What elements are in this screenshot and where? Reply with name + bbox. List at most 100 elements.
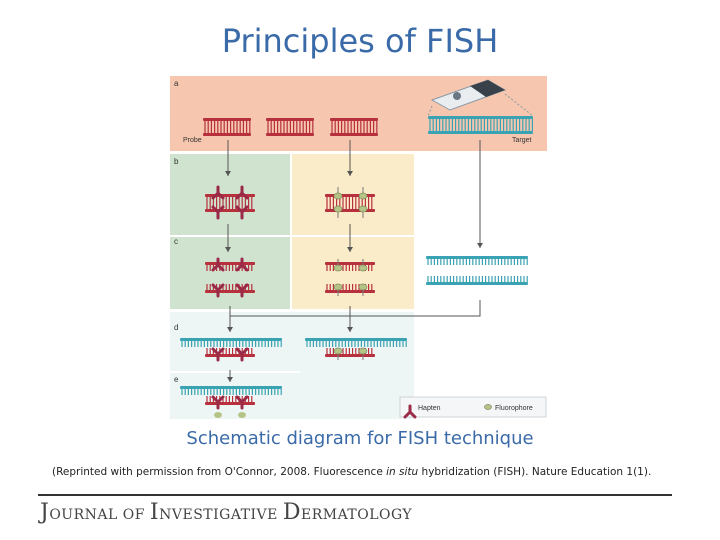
figure-caption: Schematic diagram for FISH technique: [186, 428, 534, 449]
panel-label-c: c: [174, 237, 178, 246]
arrow-to-d-direct-head: [347, 327, 353, 332]
d-hapten-2: [235, 347, 249, 362]
target-duplex-top-backbone: [428, 116, 533, 119]
probe-label: Probe: [183, 137, 202, 144]
probe-1-top-ticks: [204, 121, 251, 127]
e-target-ticks: [181, 389, 282, 395]
legend-hapten-label: Hapten: [418, 405, 441, 412]
arrow-target-denature-head: [477, 243, 483, 248]
c-target-top-ticks: [427, 259, 528, 265]
e-probe-backbone: [205, 402, 255, 405]
e-fluor-1: [214, 412, 222, 418]
c-fluor-1: [333, 264, 343, 272]
slide-title: Principles of FISH: [221, 22, 499, 60]
arrow-to-d-indirect-head: [227, 327, 233, 332]
citation-italic: in situ: [386, 466, 419, 478]
panel-bc-direct-bg: [292, 154, 414, 309]
d-ind-target-backbone: [180, 338, 282, 341]
legend-box: [399, 396, 547, 418]
b-direct-duplex-top-ticks: [326, 197, 373, 203]
probe-1-bottom-ticks: [204, 127, 251, 133]
b-fluor-2: [358, 192, 368, 200]
e-hapten-1: [211, 395, 225, 410]
c-dir-bot-backbone: [325, 290, 375, 293]
c-ind-bot-backbone: [205, 290, 255, 293]
slide-zoom-line-1: [427, 105, 433, 117]
probe-1-bottom-backbone: [203, 133, 251, 136]
journal-logo: JOURNAL OF INVESTIGATIVE DERMATOLOGY: [40, 500, 412, 525]
d-hapten-1: [211, 347, 225, 362]
c-hapten-4: [235, 283, 249, 298]
slide-zoom-line-2: [504, 93, 534, 117]
b-indirect-duplex-top-ticks: [206, 197, 253, 203]
connector-line: [229, 300, 481, 317]
b-indirect-duplex-bottom-backbone: [205, 209, 255, 212]
c-dir-top-backbone: [325, 262, 375, 265]
slide-label-area: [470, 80, 505, 97]
probe-3-top-ticks: [331, 121, 378, 127]
journal-logo-4: NVESTIGATIVE: [159, 507, 283, 523]
d-ind-target-ticks: [181, 341, 282, 347]
c-fluor-3: [333, 283, 343, 291]
legend-fluorophore-label: Fluorophore: [495, 405, 533, 412]
c-hapten-1: [211, 257, 225, 272]
arrow-probe-indirect-head: [225, 171, 231, 176]
b-direct-duplex-top-backbone: [325, 194, 375, 197]
probe-3-bottom-ticks: [331, 127, 378, 133]
c-target-bot-backbone: [426, 282, 528, 285]
probe-1-top-backbone: [203, 118, 251, 121]
journal-logo-2: OURNAL OF: [49, 507, 150, 523]
b-fluor-4: [358, 205, 368, 213]
citation-text-2: hybridization (FISH). Nature Education 1…: [418, 466, 652, 478]
arrow-b-c-direct-head: [347, 247, 353, 252]
d-dir-target-backbone: [305, 338, 407, 341]
b-hapten-3: [211, 205, 225, 220]
panel-bc-indirect-bg: [170, 154, 290, 309]
probe-3-top-backbone: [330, 118, 378, 121]
legend-fluorophore-icon: [484, 404, 492, 410]
b-hapten-2: [235, 185, 249, 200]
d-fluor-1: [333, 347, 343, 355]
legend-hapten-icon: [403, 404, 417, 419]
target-duplex-bottom-backbone: [428, 131, 533, 134]
arrow-probe-direct-head: [347, 171, 353, 176]
d-ind-probe-backbone: [205, 354, 255, 357]
target-duplex-top-ticks: [429, 119, 533, 125]
e-target-backbone: [180, 386, 282, 389]
b-hapten-1: [211, 185, 225, 200]
d-fluor-2: [358, 347, 368, 355]
e-fluor-2: [238, 412, 246, 418]
slide-sample: [453, 92, 461, 100]
panel-label-b: b: [174, 157, 179, 166]
probe-2-bottom-backbone: [266, 133, 314, 136]
b-hapten-4: [235, 205, 249, 220]
c-target-top-backbone: [426, 256, 528, 259]
journal-logo-3: I: [149, 500, 160, 525]
d-dir-probe-backbone: [325, 354, 375, 357]
arrow-to-e-head: [227, 377, 233, 382]
arrow-b-c-indirect-head: [225, 247, 231, 252]
target-label: Target: [512, 137, 532, 144]
probe-2-top-ticks: [267, 121, 314, 127]
b-fluor-1: [333, 192, 343, 200]
c-hapten-2: [235, 257, 249, 272]
journal-logo-6: ERMATOLOGY: [300, 507, 413, 523]
citation: (Reprinted with permission from O'Connor…: [52, 466, 692, 478]
footer-rule: [38, 494, 672, 496]
panel-label-d: d: [174, 323, 178, 332]
c-fluor-4: [358, 283, 368, 291]
c-hapten-3: [211, 283, 225, 298]
probe-2-bottom-ticks: [267, 127, 314, 133]
citation-text-1: (Reprinted with permission from O'Connor…: [52, 466, 387, 478]
panel-label-e: e: [174, 375, 179, 384]
journal-logo-5: D: [282, 500, 301, 525]
panel-label-a: a: [174, 79, 179, 88]
c-ind-top-backbone: [205, 262, 255, 265]
c-target-bot-ticks: [427, 276, 528, 282]
probe-3-bottom-backbone: [330, 133, 378, 136]
probe-2-top-backbone: [266, 118, 314, 121]
b-direct-duplex-bottom-backbone: [325, 209, 375, 212]
target-duplex-bottom-ticks: [429, 125, 533, 131]
